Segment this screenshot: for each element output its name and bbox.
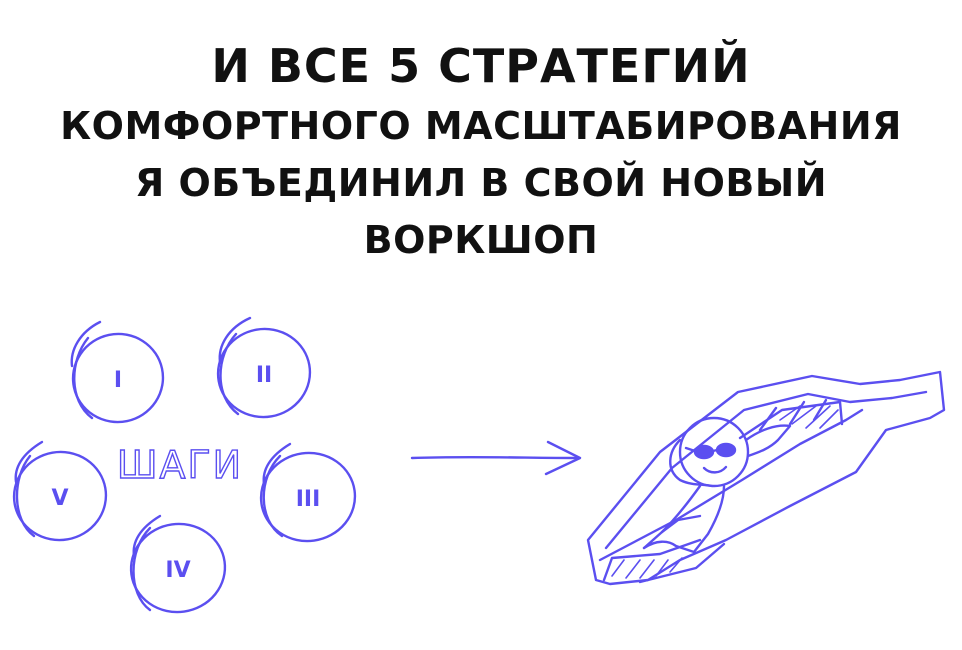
step-numeral-5: V bbox=[51, 486, 68, 511]
step-circle-4 bbox=[129, 514, 227, 614]
step-circle-1 bbox=[70, 320, 165, 424]
step-numeral-3: III bbox=[296, 487, 321, 512]
step-circle-2 bbox=[216, 316, 312, 419]
step-numeral-4: IV bbox=[165, 558, 190, 583]
step-circle-3 bbox=[259, 442, 357, 543]
headline-line-2: КОМФОРТНОГО МАСШТАБИРОВАНИЯ bbox=[60, 104, 902, 148]
steps-center-label: ШАГИ bbox=[117, 443, 243, 487]
headline: И ВСЕ 5 СТРАТЕГИЙ КОМФОРТНОГО МАСШТАБИРО… bbox=[0, 34, 962, 269]
headline-line-1: И ВСЕ 5 СТРАТЕГИЙ bbox=[211, 39, 751, 93]
headline-line-4: ВОРКШОП bbox=[363, 218, 599, 262]
escalator-icon bbox=[586, 370, 946, 586]
sunglasses-icon bbox=[684, 442, 737, 460]
step-circle-5 bbox=[12, 440, 108, 542]
headline-line-3: Я ОБЪЕДИНИЛ В СВОЙ НОВЫЙ bbox=[134, 161, 828, 205]
step-numeral-2: II bbox=[256, 363, 272, 388]
arrow-right-icon bbox=[410, 440, 582, 476]
relaxed-person-icon bbox=[642, 416, 792, 554]
step-numeral-1: I bbox=[114, 368, 122, 393]
